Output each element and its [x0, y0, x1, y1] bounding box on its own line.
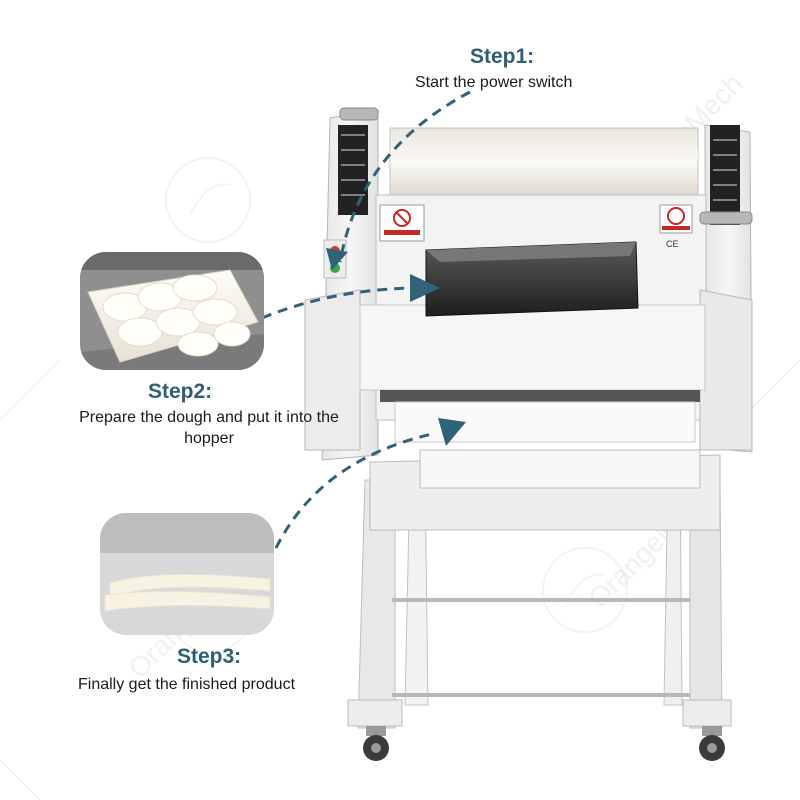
step1-description: Start the power switch	[415, 74, 573, 91]
warning-sticker-icon	[379, 204, 425, 242]
hand-warning-icon	[659, 204, 693, 234]
finished-product-photo	[100, 513, 274, 635]
step3-title: Step3:	[177, 645, 242, 668]
step3-description: Finally get the finished product	[78, 676, 296, 693]
dough-photo	[80, 252, 264, 370]
dashed-arrow-icon	[261, 90, 471, 549]
ce-mark: CE	[666, 239, 679, 249]
caster-wheel-icon	[363, 726, 725, 761]
step1-title: Step1:	[470, 45, 535, 68]
machine-stand	[347, 449, 732, 729]
step2-description: Prepare the dough and put it into the ho…	[79, 409, 339, 447]
step2-title: Step2:	[148, 380, 213, 403]
dashed-arrow-icon	[326, 248, 466, 446]
hopper	[425, 241, 639, 317]
machine-body	[304, 107, 753, 461]
